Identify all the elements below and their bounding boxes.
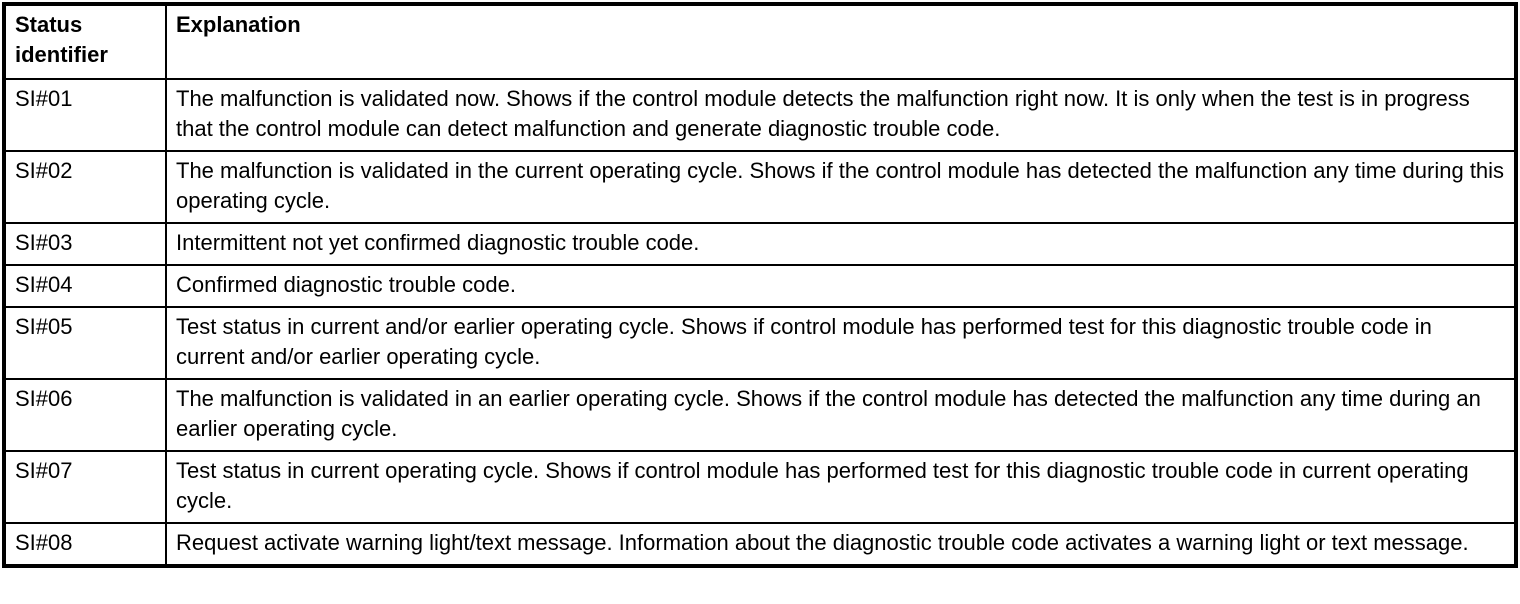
explanation-column-header: Explanation [165,3,1517,80]
explanation-cell: The malfunction is validated in the curr… [165,150,1517,224]
table-row: SI#02 The malfunction is validated in th… [3,150,1517,224]
explanation-cell: Test status in current and/or earlier op… [165,306,1517,380]
explanation-cell: Confirmed diagnostic trouble code. [165,264,1517,308]
status-identifier-column-header: Status identifier [3,3,167,80]
table-body: SI#01 The malfunction is validated now. … [3,78,1517,567]
table-row: SI#05 Test status in current and/or earl… [3,306,1517,380]
status-identifier-cell: SI#06 [3,378,167,452]
explanation-cell: Intermittent not yet confirmed diagnosti… [165,222,1517,266]
status-identifier-cell: SI#07 [3,450,167,524]
explanation-cell: The malfunction is validated in an earli… [165,378,1517,452]
status-identifier-cell: SI#05 [3,306,167,380]
table-row: SI#01 The malfunction is validated now. … [3,78,1517,152]
status-identifier-cell: SI#08 [3,522,167,567]
table-row: SI#07 Test status in current operating c… [3,450,1517,524]
explanation-cell: The malfunction is validated now. Shows … [165,78,1517,152]
explanation-cell: Test status in current operating cycle. … [165,450,1517,524]
table-row: SI#06 The malfunction is validated in an… [3,378,1517,452]
manual-table-page: Status identifier Explanation SI#01 The … [2,2,1518,568]
status-identifier-cell: SI#03 [3,222,167,266]
explanation-cell: Request activate warning light/text mess… [165,522,1517,567]
table-row: SI#04 Confirmed diagnostic trouble code. [3,264,1517,308]
status-identifier-cell: SI#02 [3,150,167,224]
status-identifier-cell: SI#04 [3,264,167,308]
status-identifier-table: Status identifier Explanation SI#01 The … [2,2,1518,568]
header-row: Status identifier Explanation [3,3,1517,80]
table-row: SI#08 Request activate warning light/tex… [3,522,1517,567]
table-row: SI#03 Intermittent not yet confirmed dia… [3,222,1517,266]
status-identifier-cell: SI#01 [3,78,167,152]
